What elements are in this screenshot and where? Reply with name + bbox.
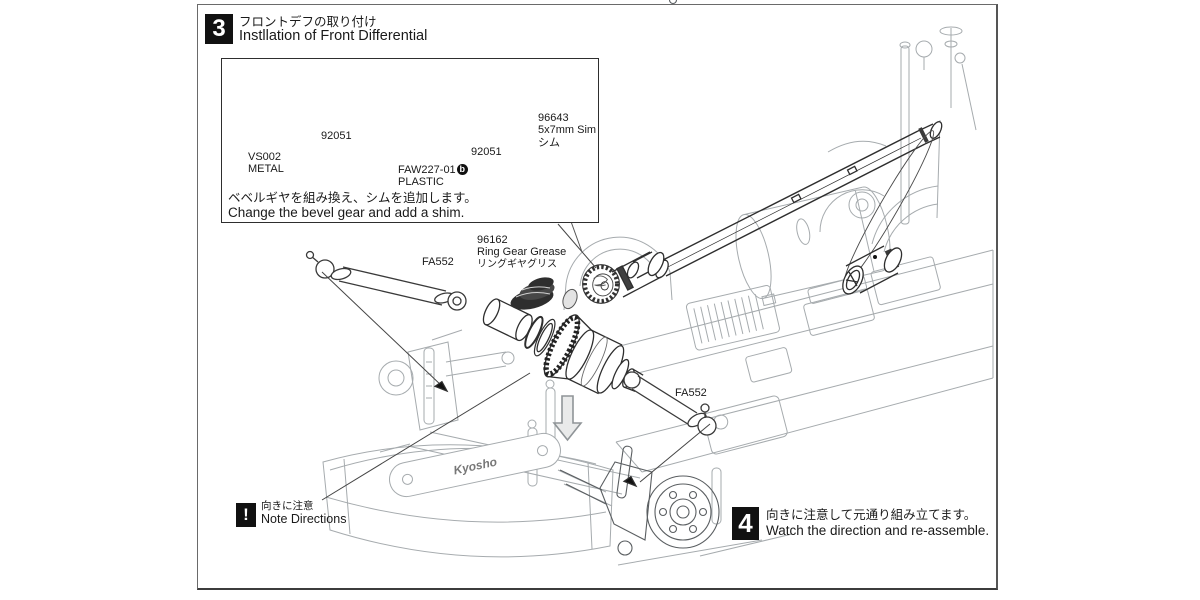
grease-en: Ring Gear Grease [477, 246, 567, 259]
step4-number-box: 4 [732, 507, 759, 540]
inset-box [221, 58, 599, 223]
faw-material: PLASTIC [398, 176, 444, 189]
step4-text-en: Watch the direction and re-assemble. [766, 523, 990, 538]
faw-code: FAW227-01 [398, 164, 456, 176]
foreground-parts [305, 121, 943, 501]
grease-blob-drawing [510, 277, 578, 310]
part-label-vs002: VS002 METAL [248, 151, 284, 176]
note-jp: 向きに注意 [261, 500, 314, 512]
inset-caption-en: Change the bevel gear and add a shim. [228, 205, 465, 220]
step3-title-en: Instllation of Front Differential [239, 28, 428, 44]
grease-jp: リングギヤグリス [477, 258, 557, 270]
shaft-label-2: FA552 [675, 387, 707, 399]
shim-jp: シム [538, 136, 560, 149]
note-en: Note Directions [261, 512, 347, 526]
front-hub-drawing [559, 0, 720, 556]
exclamation-glyph: ! [243, 505, 249, 524]
vs002-material: METAL [248, 163, 284, 176]
shim-code: 96643 [538, 112, 569, 124]
grease-label: 96162 Ring Gear Grease リングギヤグリス [477, 234, 566, 270]
faw-badge: b [456, 164, 468, 175]
step3-title-jp: フロントデフの取り付け [239, 15, 377, 29]
step4-number: 4 [738, 508, 753, 538]
inset-caption-jp: ベベルギヤを組み換え、シムを追加します。 [228, 191, 477, 205]
content-frame [197, 4, 998, 590]
step3-number-box: 3 [205, 14, 233, 44]
warning-icon: ! [236, 503, 256, 527]
step4-text-jp: 向きに注意して元通り組み立てます。 [766, 508, 977, 522]
swing-shaft-2-drawing [623, 371, 717, 436]
step3-number: 3 [212, 15, 226, 42]
part-label-pin-left: 92051 [321, 130, 352, 142]
part-label-pin-right: 92051 [471, 146, 502, 158]
part-label-shim: 96643 5x7mm Sim シム [538, 112, 596, 149]
shaft-label-1: FA552 [422, 256, 454, 268]
swing-shaft-1-drawing [305, 250, 467, 311]
shim-size: 5x7mm Sim [538, 124, 597, 137]
propshaft-drawing [626, 121, 943, 279]
down-arrow [552, 395, 583, 442]
rear-outdrive-drawing [842, 130, 935, 295]
vs002-code: VS002 [248, 151, 282, 163]
pinion-gear-drawing [583, 251, 665, 303]
grease-code: 96162 [477, 234, 508, 246]
